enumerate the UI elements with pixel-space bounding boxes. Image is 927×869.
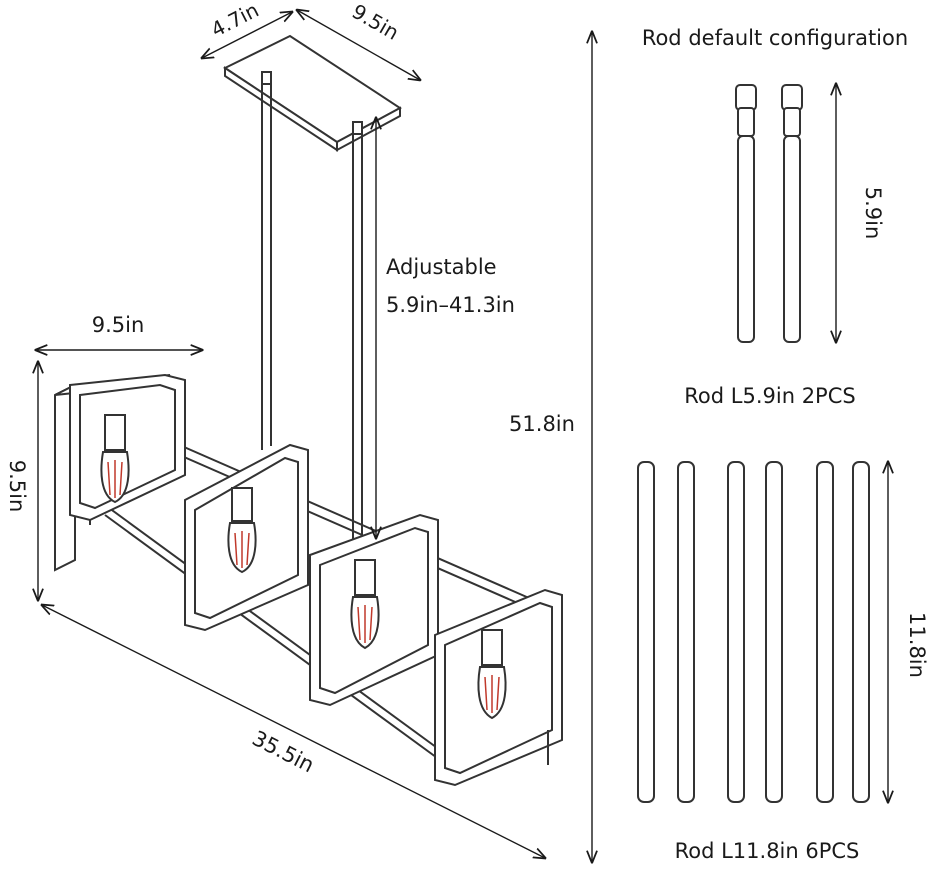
long-rod-length-label: 11.8in (905, 612, 927, 678)
frame-width-label: 9.5in (92, 313, 145, 337)
long-rod (765, 461, 783, 803)
adjustable-range: 5.9in–41.3in (386, 293, 515, 317)
long-rod (852, 461, 870, 803)
ceiling-depth-arrow (202, 12, 292, 58)
long-rod (727, 461, 745, 803)
short-rod-length-label: 5.9in (861, 187, 885, 240)
long-rod (637, 461, 655, 803)
bulb-3 (350, 559, 380, 650)
short-rod-caption: Rod L5.9in 2PCS (684, 384, 855, 408)
bulb-1 (100, 414, 130, 504)
long-rod-caption: Rod L11.8in 6PCS (675, 839, 860, 863)
long-rod (677, 461, 695, 803)
short-rod (781, 84, 803, 343)
dimension-arrows (36, 10, 888, 862)
bulb-2 (227, 487, 257, 574)
fixture-frame (54, 373, 563, 787)
adjustable-title: Adjustable (386, 255, 497, 279)
total-length-arrow (42, 605, 545, 858)
long-rod (816, 461, 834, 803)
long-rods (637, 461, 870, 803)
suspension-rods (261, 71, 363, 540)
ceiling-depth-label: 4.7in (207, 0, 262, 42)
short-rods (735, 84, 803, 343)
rod-config-title: Rod default configuration (642, 26, 908, 50)
ceiling-width-arrow (297, 10, 420, 80)
short-rod (735, 84, 757, 343)
total-length-label: 35.5in (248, 726, 318, 777)
frame-height-label: 9.5in (5, 460, 29, 513)
ceiling-width-label: 9.5in (348, 0, 403, 45)
total-height-label: 51.8in (509, 412, 575, 436)
bulb-4 (477, 629, 507, 720)
